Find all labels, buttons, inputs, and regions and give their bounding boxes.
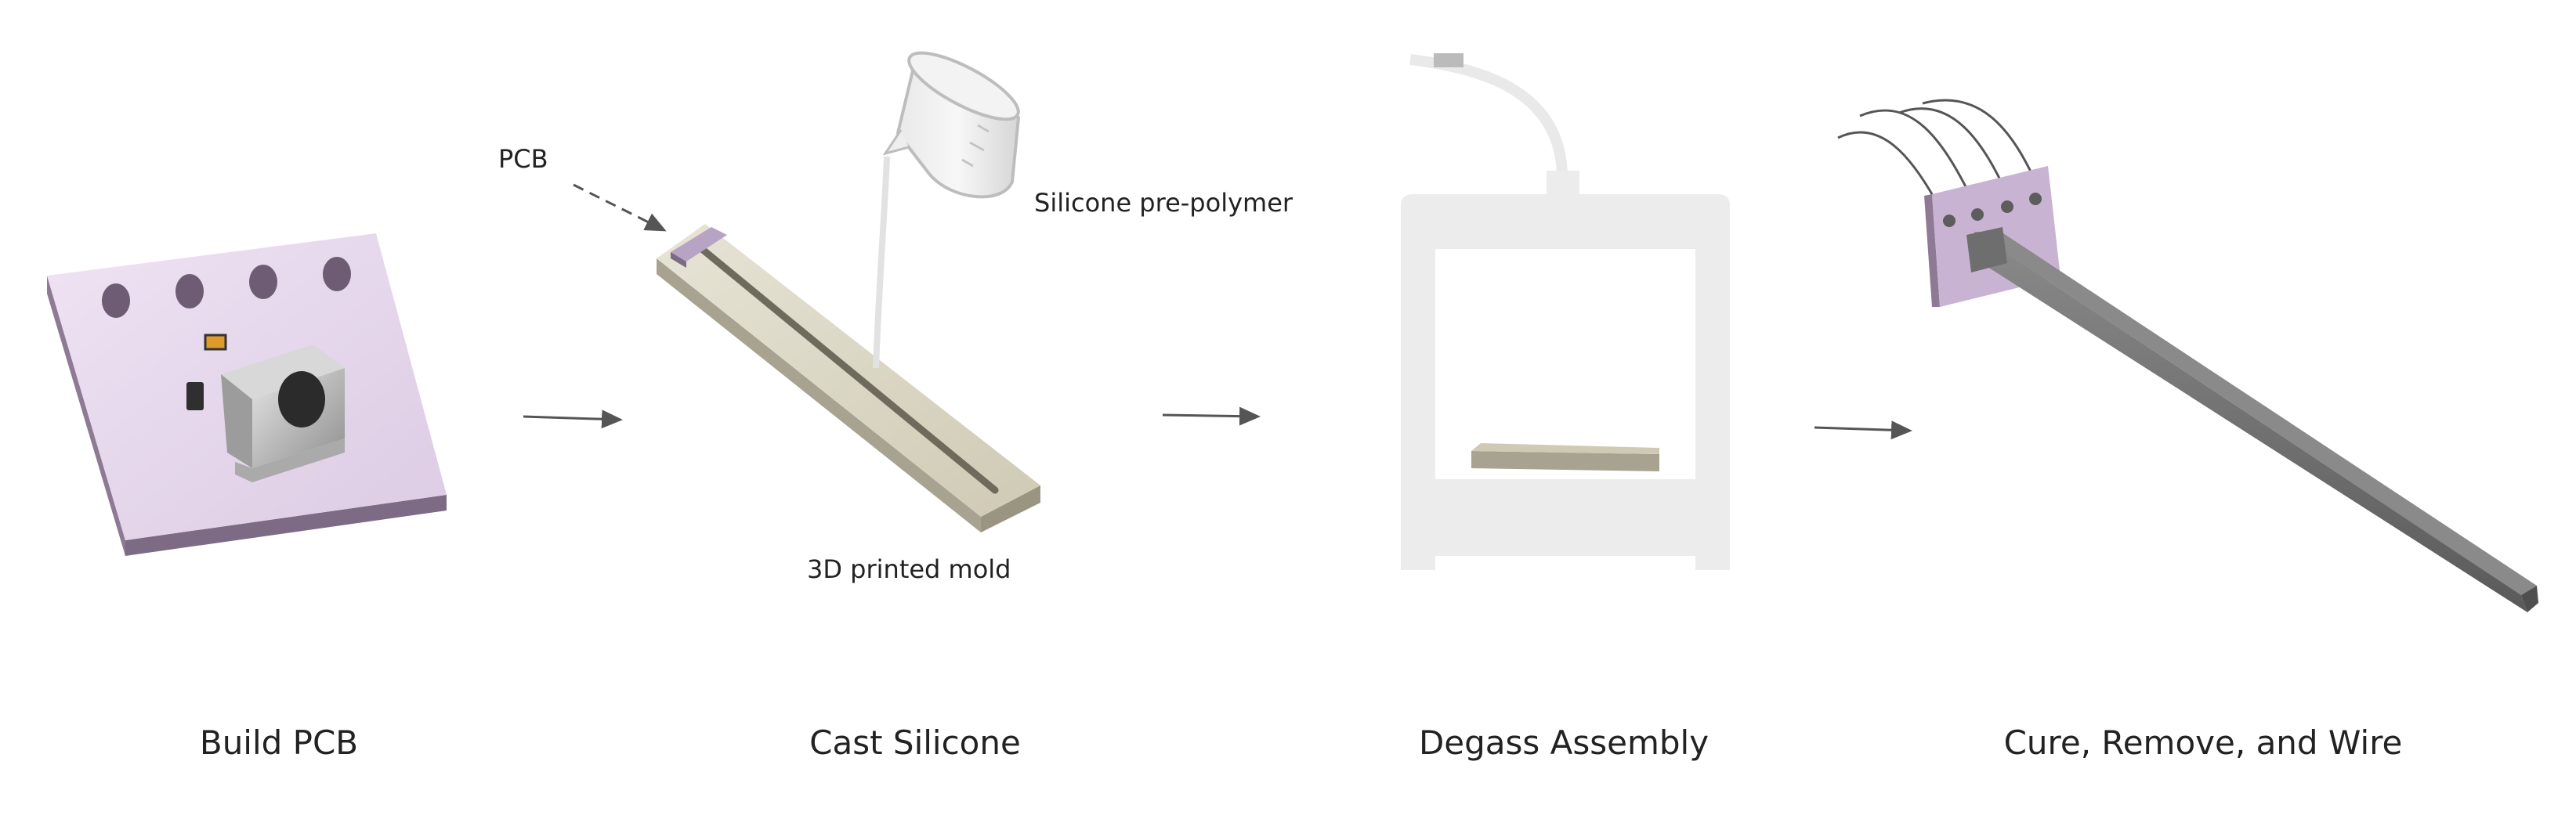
wire-4: [1922, 99, 2039, 186]
chamber-frame: [1401, 194, 1730, 570]
wire-3: [1898, 107, 2007, 192]
step-label-degass-assembly: Degass Assembly: [1418, 723, 1709, 762]
sensor-cube-front: [221, 374, 252, 468]
sensor-cube-top: [221, 345, 345, 399]
mold-in-chamber: [1471, 451, 1659, 471]
pcb-in-mold: [671, 227, 727, 262]
cured-sensor-illustration: [1837, 99, 2538, 612]
pcb-hole-2: [175, 274, 204, 308]
wire-1: [1837, 131, 1940, 206]
beaker-tick-2: [969, 141, 985, 152]
chamber-window: [1435, 249, 1695, 479]
beaker-illustration: [873, 51, 1021, 369]
pcb-hole-3: [249, 265, 277, 299]
pcb-pointer-arrow: [573, 183, 667, 232]
mold-side: [657, 258, 981, 532]
silicone-bar-collar: [1966, 227, 2007, 272]
sensor-pin-3: [2001, 200, 2013, 213]
arrow-step-2-to-3: [1162, 406, 1261, 426]
pcb-in-mold-side: [671, 252, 686, 268]
silicone-bar-side: [1974, 232, 2527, 612]
pcb-hole-1: [102, 283, 130, 318]
sensor-pin-4: [2029, 193, 2042, 205]
pcb-board-illustration: [47, 233, 447, 556]
pcb-board-bottom-edge: [125, 495, 447, 556]
pcb-capacitor: [204, 334, 227, 351]
arrow-step-3-to-4: [1814, 420, 1912, 440]
mold-illustration: [657, 224, 1040, 532]
sensor-pcb-side: [1924, 194, 1940, 307]
mold-channel: [698, 245, 999, 494]
step-label-cast-silicone: Cast Silicone: [809, 723, 1021, 762]
beaker-rim: [907, 51, 1020, 121]
sensor-cube-port: [278, 371, 325, 428]
beaker-body: [895, 58, 1021, 199]
pcb-resistor: [186, 382, 204, 410]
arrow-step-1-to-2: [523, 410, 623, 429]
step-label-build-pcb: Build PCB: [199, 723, 359, 762]
mold-annotation: 3D printed mold: [807, 554, 1011, 584]
step-label-cure-remove-wire: Cure, Remove, and Wire: [2003, 723, 2403, 762]
sensor-pin-1: [1943, 215, 1956, 227]
vacuum-hose-connector: [1434, 53, 1463, 67]
beaker-tick-3: [961, 158, 974, 168]
sensor-pin-2: [1971, 208, 1984, 221]
silicone-pour-stream: [873, 156, 890, 369]
mold-in-chamber-top: [1471, 443, 1659, 454]
pcb-board-side: [47, 276, 125, 556]
silicone-bar-top: [1974, 232, 2537, 595]
pcb-annotation: PCB: [498, 144, 548, 174]
silicone-bar-end: [2521, 586, 2538, 612]
beaker-spout: [882, 129, 910, 156]
vacuum-hose: [1409, 54, 1568, 175]
silicone-annotation: Silicone pre-polymer: [1034, 188, 1293, 218]
beaker-tick-1: [977, 124, 990, 133]
mold-bottom-edge: [981, 485, 1040, 532]
wire-2: [1859, 109, 1973, 198]
pcb-hole-4: [323, 257, 351, 291]
vacuum-chamber-illustration: [1401, 53, 1730, 570]
sensor-cube-base: [235, 438, 345, 482]
